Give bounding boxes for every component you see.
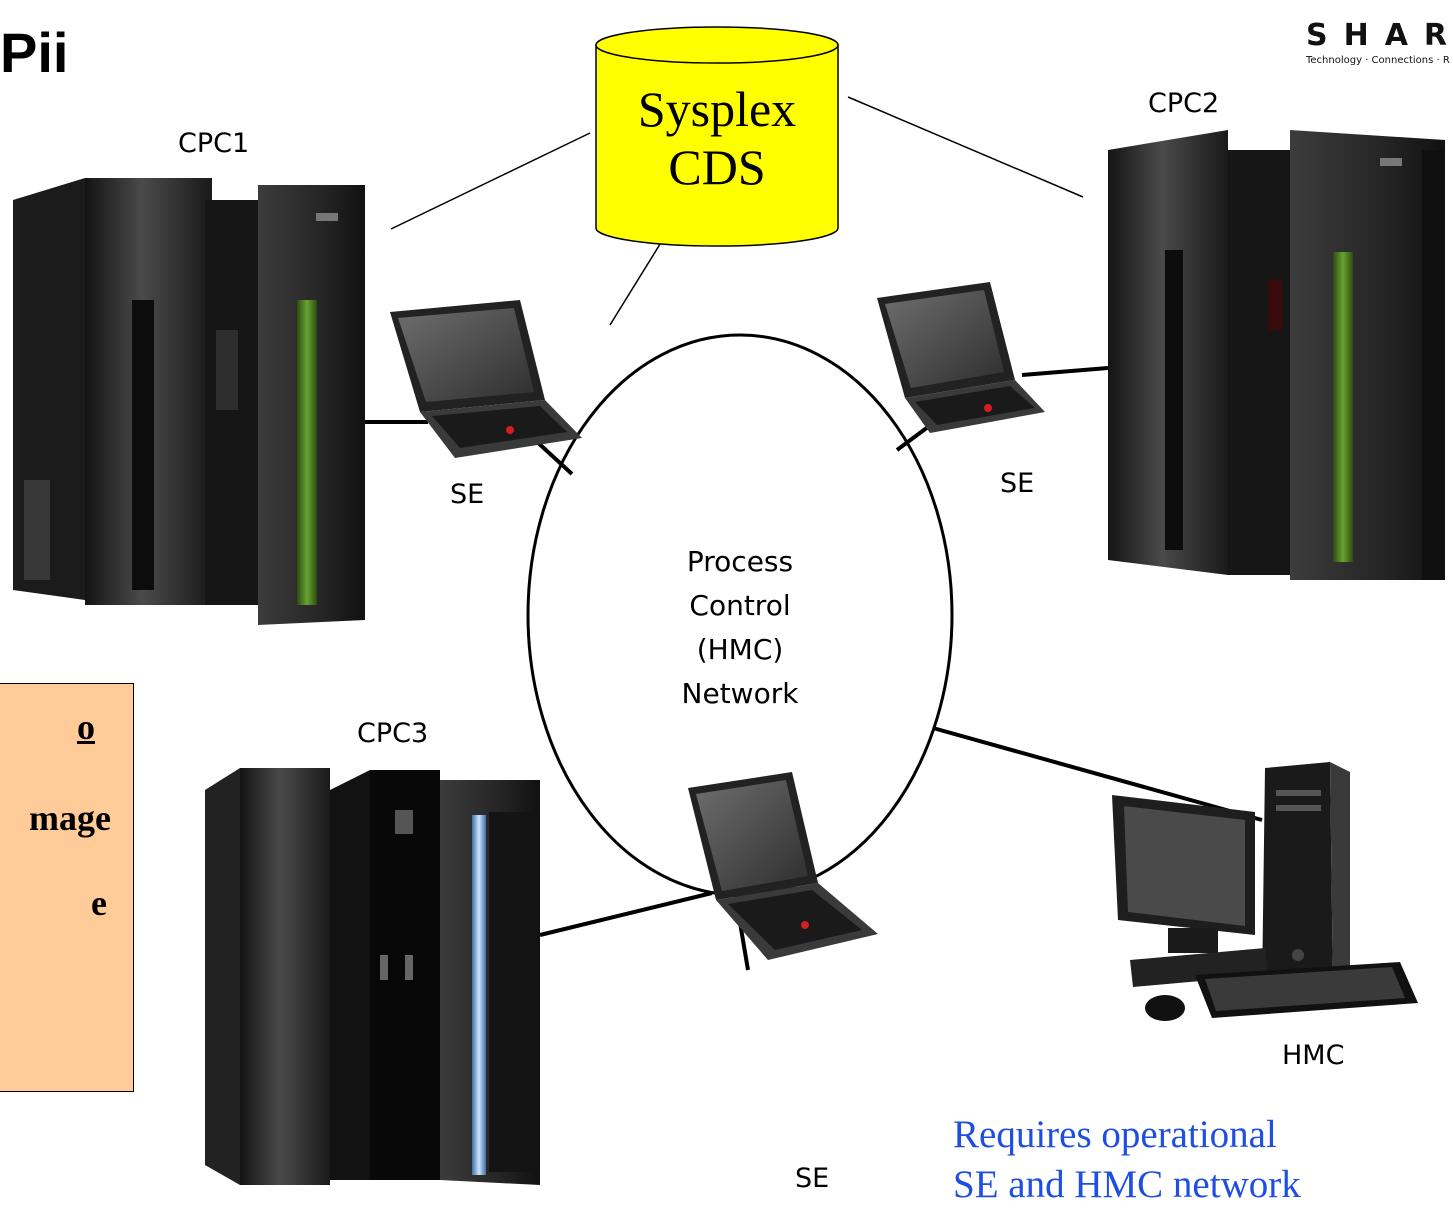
note-line2: mage [29, 798, 111, 838]
note-line3: e [91, 883, 107, 923]
cpc1-server [13, 178, 365, 625]
se2-laptop [877, 282, 1045, 433]
hmc-label: HMC [1282, 1040, 1345, 1071]
se3-label: SE [795, 1163, 830, 1194]
cds-cpc2-link [847, 96, 1084, 198]
network-label: Process Control (HMC) Network [610, 540, 870, 716]
se1-label: SE [450, 479, 485, 510]
page-title: Pii [0, 21, 69, 84]
requirement-line1: Requires operational [953, 1113, 1277, 1156]
se1-laptop [390, 300, 582, 458]
requirement-note: Requires operational SE and HMC network [953, 1110, 1301, 1210]
share-logo-tagline: Technology · Connections · R [1306, 55, 1450, 66]
hmc-network-cable [932, 726, 1263, 822]
cds-label-line2: CDS [668, 139, 766, 195]
network-label-line1: Process [686, 545, 794, 578]
note-box: o mage e [0, 683, 134, 1092]
note-line1: o [77, 707, 95, 747]
network-label-line3: (HMC) [696, 633, 784, 666]
sysplex-cds-label: Sysplex CDS [596, 80, 838, 196]
cpc3-label: CPC3 [357, 718, 429, 749]
se3-laptop [688, 772, 878, 960]
share-logo: SHAR [1306, 18, 1453, 53]
se2-label: SE [1000, 468, 1035, 499]
se3-cpc3-cable [539, 891, 713, 937]
se2-cpc2-cable [1021, 366, 1109, 377]
requirement-line2: SE and HMC network [953, 1163, 1301, 1206]
se1-network-cable [533, 438, 574, 476]
cpc3-server [205, 768, 540, 1185]
network-label-line2: Control [689, 589, 791, 622]
hmc-workstation [1112, 762, 1418, 1021]
cpc1-label: CPC1 [178, 128, 250, 159]
sysplex-cds-cylinder [595, 26, 839, 247]
network-label-line4: Network [681, 677, 799, 710]
cpc2-server [1108, 130, 1445, 580]
cpc2-label: CPC2 [1148, 88, 1220, 119]
cds-cpc1-link [390, 132, 591, 230]
cds-label-line1: Sysplex [637, 81, 797, 137]
